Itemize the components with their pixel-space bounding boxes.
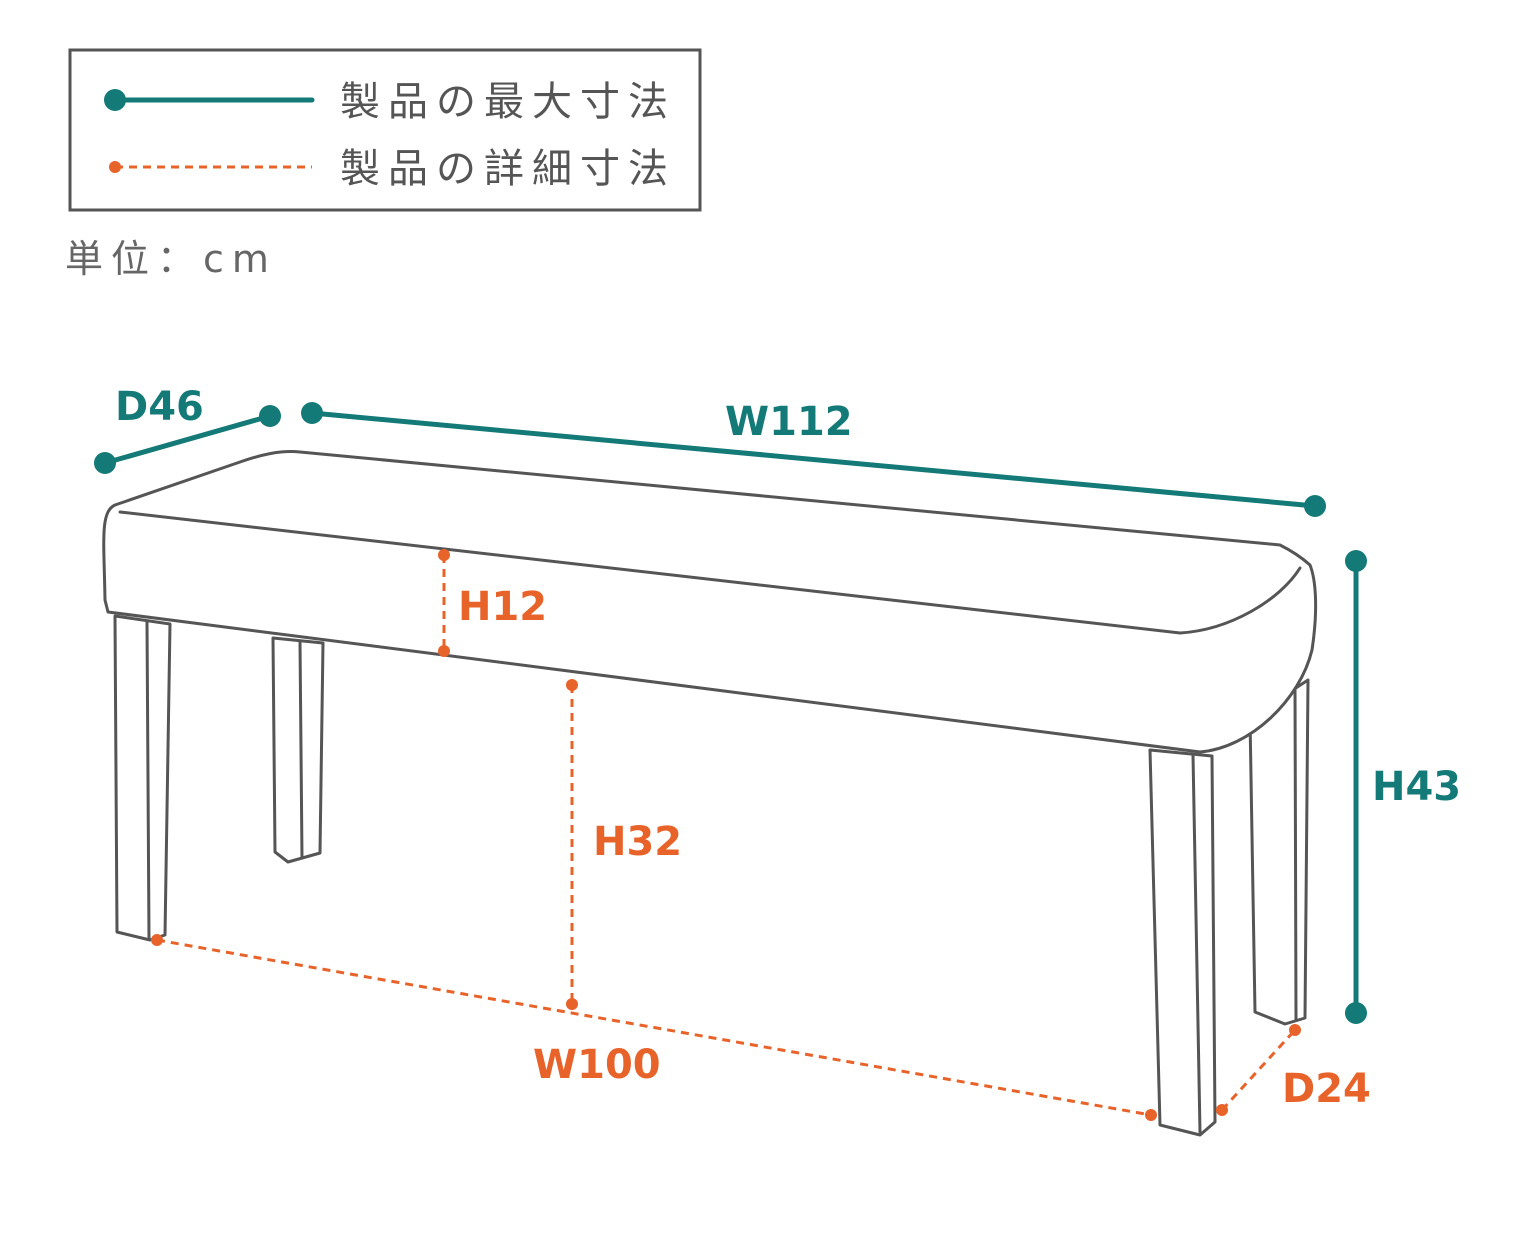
leg-span-depth-dot-start — [1216, 1104, 1228, 1116]
leg-span-depth-line — [1220, 1028, 1297, 1112]
leg-height-dot-end — [566, 998, 578, 1010]
height-max-dot-end — [1345, 1002, 1367, 1024]
depth-max-line — [102, 413, 273, 466]
back-right-leg — [1248, 678, 1310, 1026]
legend: 製品の最大寸法 製品の詳細寸法 — [68, 48, 702, 212]
leg-height-label: H32 — [593, 819, 682, 865]
unit-label: 単位：cm — [65, 237, 277, 281]
leg-span-width-line — [156, 938, 1152, 1117]
legend-detail-dot — [109, 161, 121, 173]
leg-span-depth-dot-end — [1289, 1024, 1301, 1036]
leg-span-depth-label: D24 — [1282, 1066, 1371, 1112]
detail-dimensions: H12 H32 W100 D24 — [151, 549, 1371, 1121]
legend-box — [68, 48, 702, 212]
width-max-line — [309, 410, 1318, 509]
seat-thickness-label: H12 — [458, 584, 547, 630]
max-dimensions: D46 W112 H43 — [94, 384, 1461, 1024]
leg-span-width-dot-start — [151, 934, 163, 946]
back-left-leg-edge — [298, 640, 304, 860]
legend-max-dot — [104, 89, 126, 111]
width-max-dot-start — [301, 402, 323, 424]
seat-cushion — [102, 450, 1318, 754]
back-right-leg-edge — [1293, 683, 1298, 1022]
leg-height-dot-start — [566, 679, 578, 691]
legend-detail-label: 製品の詳細寸法 — [340, 146, 676, 192]
front-left-leg-edge — [145, 620, 151, 940]
back-left-leg — [271, 636, 325, 864]
front-left-leg — [113, 614, 172, 942]
width-max-dot-end — [1304, 495, 1326, 517]
width-max-label: W112 — [725, 399, 853, 445]
seat-thickness-dot-start — [438, 549, 450, 561]
legend-max-label: 製品の最大寸法 — [340, 79, 676, 125]
seat-thickness-dot-end — [438, 645, 450, 657]
front-right-leg — [1148, 748, 1217, 1137]
height-max-dot-start — [1345, 550, 1367, 572]
leg-span-width-dot-end — [1145, 1109, 1157, 1121]
bench-illustration — [102, 450, 1318, 1137]
depth-max-dot-start — [94, 452, 116, 474]
depth-max-label: D46 — [115, 384, 204, 430]
depth-max-dot-end — [259, 405, 281, 427]
front-right-leg-edge — [1191, 753, 1202, 1134]
leg-span-width-label: W100 — [533, 1042, 661, 1088]
seat-top-edge — [118, 510, 1302, 635]
height-max-label: H43 — [1372, 764, 1461, 810]
